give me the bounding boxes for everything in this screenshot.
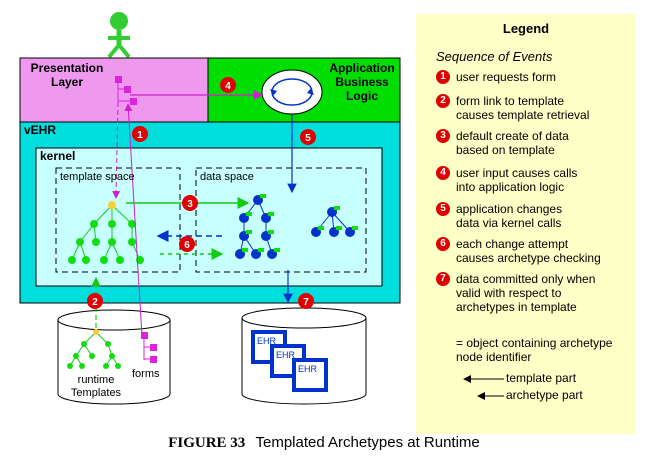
template-space-label: template space	[60, 171, 135, 183]
legend-event-text-1: user requests form	[456, 70, 557, 84]
legend-badge-7: 7	[436, 272, 450, 286]
step-4-label: 4	[225, 81, 231, 92]
kernel-box	[35, 147, 383, 287]
legend-badge-5: 5	[436, 202, 450, 216]
legend-object-note: = object containing archetype node ident…	[456, 336, 613, 364]
ehr-label-1: EHR	[257, 336, 277, 346]
legend-title: Legend	[502, 21, 550, 36]
ehr-label-2: EHR	[276, 350, 296, 360]
template-database	[57, 309, 171, 405]
stored-forms-icon	[141, 332, 157, 363]
arrow-step-1-forms	[124, 103, 143, 337]
legend-event-text-7: data committed only when valid with resp…	[456, 272, 596, 314]
legend-event-5: 5 application changes data via kernel ca…	[436, 202, 562, 230]
step-3-badge	[182, 195, 198, 211]
legend-badge-2: 2	[436, 94, 450, 108]
app-logic-label: Application Business Logic	[329, 61, 395, 103]
legend-panel: Legend Sequence of Events 1 user request…	[416, 14, 636, 434]
legend-event-1: 1 user requests form	[436, 70, 556, 84]
runtime-templates-label: runtime Templates	[70, 374, 122, 399]
step-6-label: 6	[184, 240, 190, 251]
legend-event-text-3: default create of data based on template	[456, 129, 569, 157]
template-tree	[68, 201, 144, 264]
forms-label: forms	[132, 368, 160, 380]
stored-template-tree	[67, 329, 121, 369]
legend-event-6: 6 each change attempt causes archetype c…	[436, 237, 601, 265]
data-node-objects	[235, 194, 358, 259]
process-loop-icon	[261, 69, 323, 115]
legend-archetype-part: archetype part	[506, 388, 583, 402]
legend-badge-1: 1	[436, 70, 450, 84]
step-1-label: 1	[137, 130, 143, 141]
template-space-box	[55, 167, 181, 273]
step-badges	[87, 77, 316, 309]
step-6-badge	[179, 236, 195, 252]
step-4-badge	[220, 77, 236, 93]
legend-event-7: 7 data committed only when valid with re…	[436, 272, 595, 314]
step-7-badge	[298, 293, 314, 309]
step-3-label: 3	[187, 199, 193, 210]
legend-event-text-4: user input causes calls into application…	[456, 166, 578, 194]
step-7-label: 7	[303, 297, 309, 308]
figure-title: Templated Archetypes at Runtime	[255, 434, 480, 451]
kernel-label: kernel	[40, 149, 76, 163]
ehr-document-stack	[251, 330, 328, 392]
legend-event-text-6: each change attempt causes archetype che…	[456, 237, 601, 265]
legend-template-part: template part	[506, 371, 577, 385]
step-2-label: 2	[92, 297, 98, 308]
legend-badge-3: 3	[436, 129, 450, 143]
step-5-badge	[300, 129, 316, 145]
figure-number: FIGURE 33	[168, 435, 246, 451]
legend-subtitle: Sequence of Events	[436, 49, 553, 64]
ehr-label-3: EHR	[298, 364, 318, 374]
legend-event-text-5: application changes data via kernel call…	[456, 202, 563, 230]
data-space-box	[195, 167, 367, 273]
legend-event-2: 2 form link to template causes template …	[436, 94, 589, 122]
presentation-layer-label: Presentation Layer	[30, 61, 104, 89]
legend-badge-6: 6	[436, 237, 450, 251]
user-icon	[107, 12, 131, 59]
step-2-badge	[87, 293, 103, 309]
step-5-label: 5	[305, 133, 311, 144]
vehr-label: vEHR	[24, 123, 57, 137]
form-widget-icon	[115, 76, 137, 105]
arrow-step-1-template	[112, 101, 121, 199]
legend-event-4: 4 user input causes calls into applicati…	[436, 166, 577, 194]
data-space-label: data space	[200, 171, 254, 183]
legend-event-3: 3 default create of data based on templa…	[436, 129, 569, 157]
step-1-badge	[132, 126, 148, 142]
figure-caption: FIGURE 33 Templated Archetypes at Runtim…	[0, 434, 648, 452]
legend-badge-4: 4	[436, 166, 450, 180]
legend-event-text-2: form link to template causes template re…	[456, 94, 590, 122]
